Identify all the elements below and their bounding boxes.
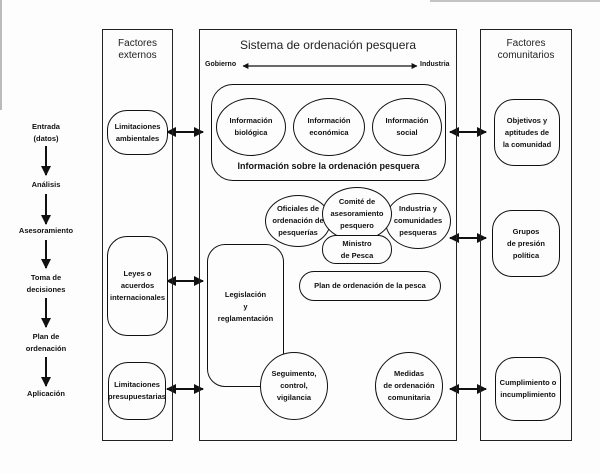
leyes-acuerdos-internacionales: Leyes o acuerdos internacionales bbox=[107, 236, 168, 336]
external-factors-panel-lower bbox=[102, 210, 173, 441]
plan-ordenacion-pesca: Plan de ordenación de la pesca bbox=[299, 271, 441, 301]
step-aplicacion: Aplicación bbox=[27, 389, 65, 398]
grupos-presion-politica: Grupos de presión política bbox=[492, 210, 560, 277]
step-asesoramiento: Asesoramiento bbox=[18, 226, 74, 235]
system-title: Sistema de ordenación pesquera bbox=[239, 38, 417, 52]
community-factors-title: Factores comunitarios bbox=[497, 38, 555, 61]
medidas-ordenacion-comunitaria: Medidas de ordenación comunitaria bbox=[375, 352, 443, 420]
limitaciones-presupuestarias: Limitaciones presupuestarias bbox=[108, 362, 166, 420]
cumplimiento-incumplimiento: Cumplimiento o incumplimiento bbox=[495, 357, 561, 421]
info-biologica: Información biológica bbox=[216, 98, 286, 156]
system-panel bbox=[199, 29, 457, 441]
info-economica: Información económica bbox=[293, 98, 365, 156]
external-factors-panel bbox=[102, 29, 173, 211]
comite-asesoramiento: Comité de asesoramiento pesquero bbox=[322, 187, 392, 241]
step-toma-decisiones: Toma de decisiones bbox=[26, 273, 66, 294]
objetivos-aptitudes: Objetivos y aptitudes de la comunidad bbox=[494, 99, 560, 166]
step-analisis: Análisis bbox=[31, 180, 61, 189]
scan-edge-left bbox=[0, 0, 2, 110]
info-group-caption: Información sobre la ordenación pesquera bbox=[237, 161, 420, 171]
oficiales-ordenacion: Oficiales de ordenación de pesquerías bbox=[265, 195, 331, 247]
step-entrada: Entrada (datos) bbox=[32, 122, 60, 143]
seguimiento-control-vigilancia: Seguimento, control, vigilancia bbox=[260, 352, 328, 420]
step-plan-ordenacion: Plan de ordenación bbox=[25, 332, 67, 353]
scan-edge-top bbox=[430, 0, 600, 2]
external-factors-title: Factores externos bbox=[118, 38, 157, 61]
limitaciones-ambientales: Limitaciones ambientales bbox=[107, 110, 168, 155]
community-factors-panel bbox=[480, 29, 572, 441]
industria-comunidades: Industria y comunidades pesqueras bbox=[385, 193, 451, 249]
axis-label-gobierno: Gobierno bbox=[205, 61, 237, 68]
info-social: Información social bbox=[372, 98, 442, 156]
ministro-pesca: Ministro de Pesca bbox=[322, 235, 392, 264]
axis-label-industria: Industria bbox=[420, 61, 450, 68]
